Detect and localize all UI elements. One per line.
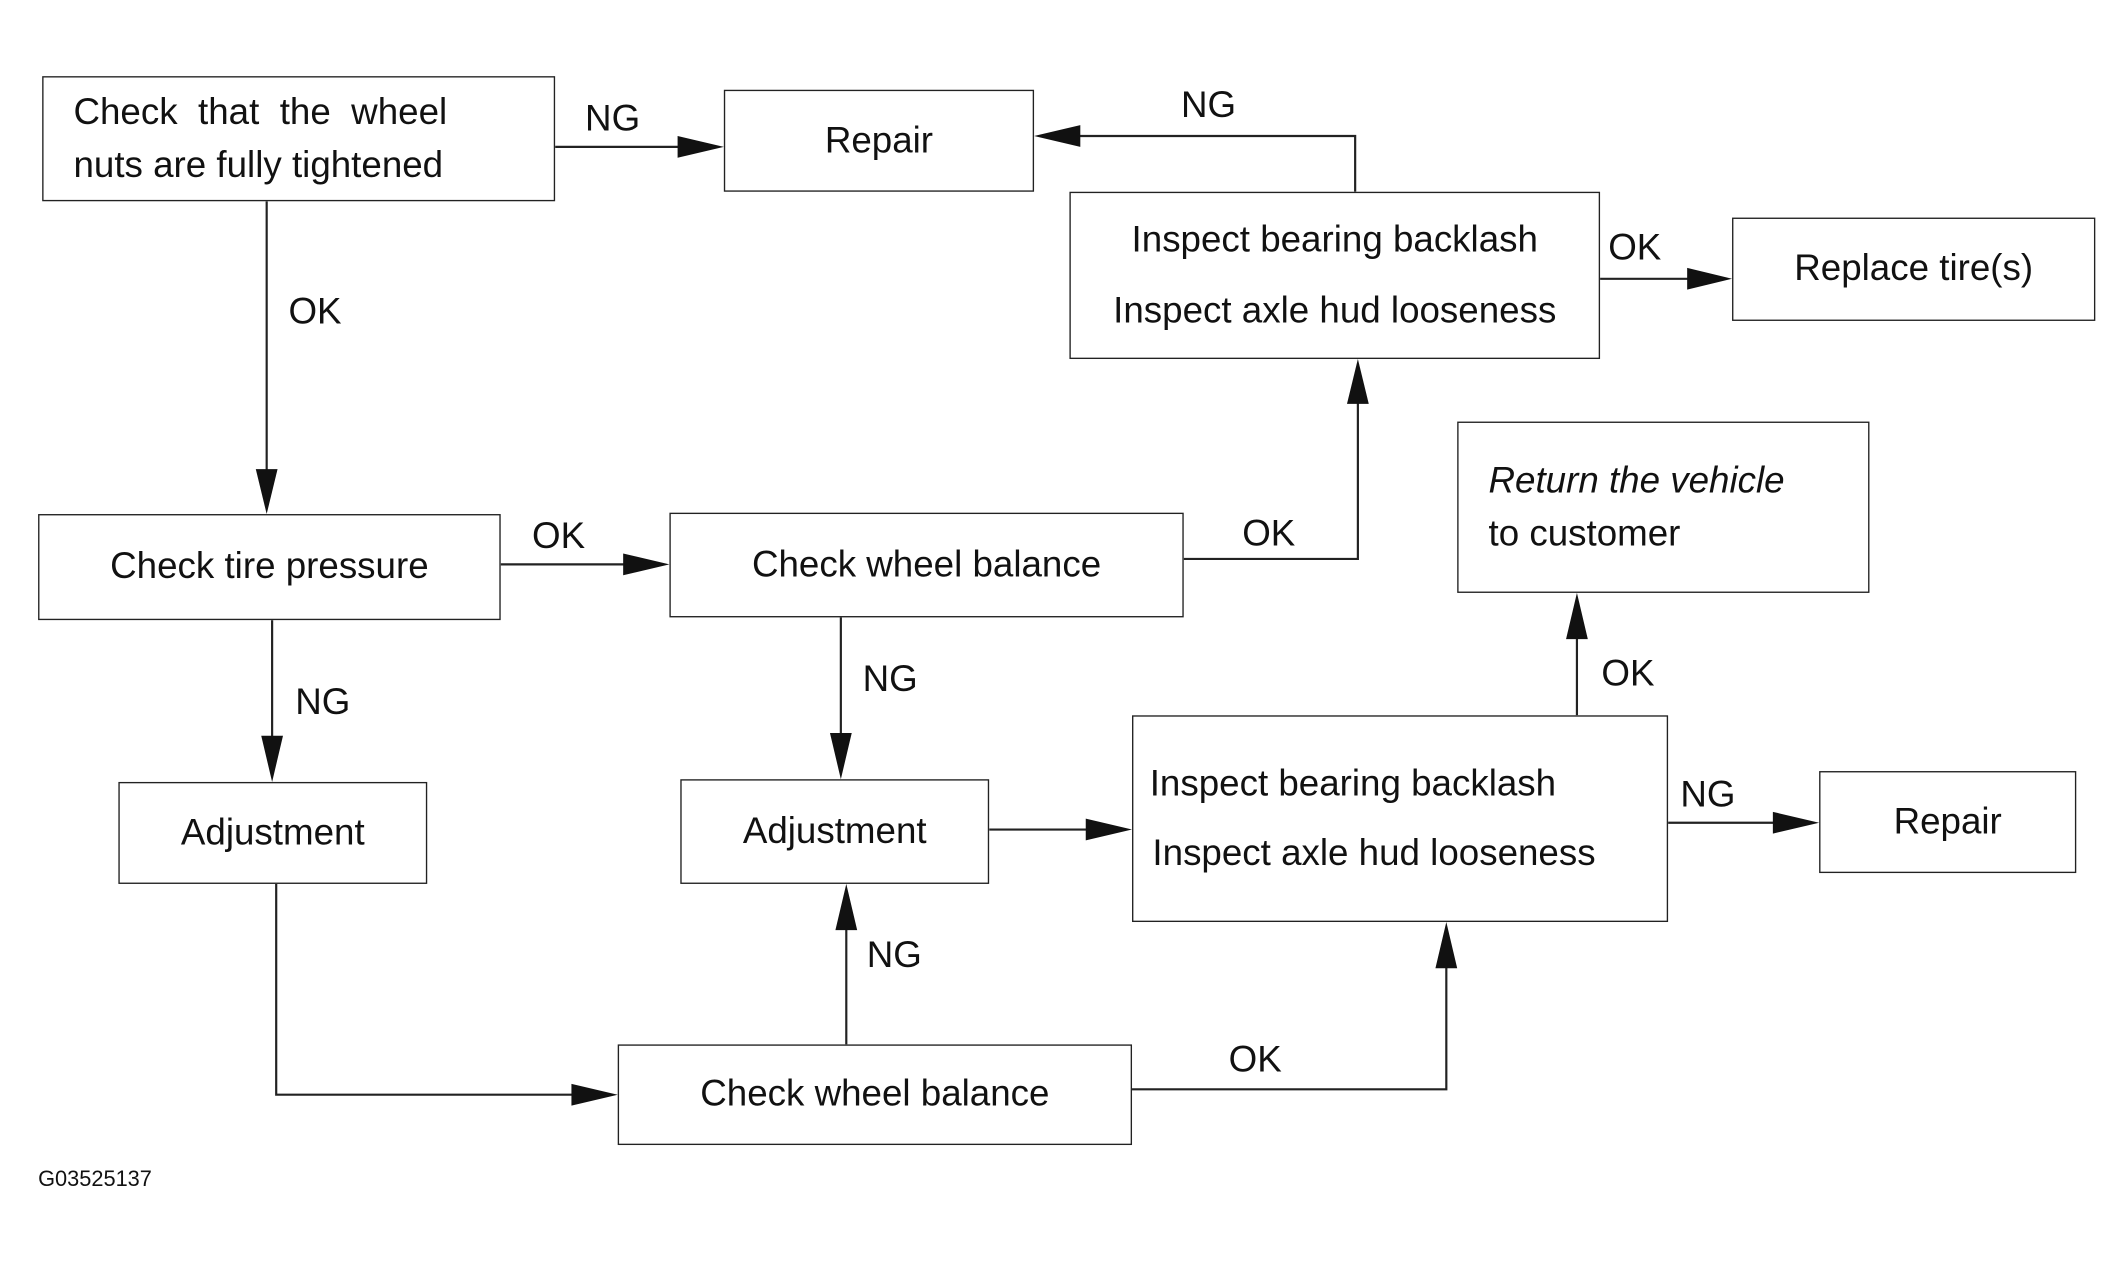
arrowhead-pressure-to-adjust xyxy=(261,735,284,782)
arrow-adjust-left-to-balance-bottom xyxy=(275,883,583,1096)
label-inspect-top-to-repair: NG xyxy=(1181,84,1237,126)
label-balance-top-to-adjust: NG xyxy=(862,658,918,699)
adjustment-left-box: Adjustment xyxy=(118,781,428,884)
inspect-bearing-top-box: Inspect bearing backlash Inspect axle hu… xyxy=(1069,191,1601,360)
inspect-bearing-top-line1: Inspect bearing backlash xyxy=(1131,219,1538,261)
inspect-bearing-bottom-line1: Inspect bearing backlash xyxy=(1149,762,1557,804)
return-vehicle-box: Return the vehicle to customer xyxy=(1457,421,1870,593)
arrowhead-balance-bottom-to-adjust xyxy=(835,883,858,931)
check-wheel-balance-top-label: Check wheel balance xyxy=(751,543,1102,585)
check-wheel-nuts-box: Check that the wheel nuts are fully tigh… xyxy=(42,76,556,202)
arrowhead-balance-to-inspect-top xyxy=(1346,359,1369,404)
repair-top-label: Repair xyxy=(824,119,934,161)
label-nuts-to-pressure: OK xyxy=(288,291,342,332)
arrow-balance-to-inspect-top xyxy=(1183,397,1359,561)
arrowhead-balance-to-adjust xyxy=(829,732,852,780)
arrowhead-adjust-to-inspect-bottom xyxy=(1085,818,1133,841)
arrow-inspect-top-to-repair xyxy=(1066,134,1357,192)
arrowhead-adjust-left-to-balance-bottom xyxy=(571,1083,618,1106)
replace-tires-label: Replace tire(s) xyxy=(1794,248,2034,289)
check-wheel-nuts-line1: Check that the wheel xyxy=(73,90,448,132)
arrow-balance-bottom-to-inspect xyxy=(1132,960,1448,1091)
check-wheel-balance-bottom-label: Check wheel balance xyxy=(700,1073,1050,1115)
figure-id: G03525137 xyxy=(38,1168,152,1192)
return-vehicle-line2: to customer xyxy=(1488,512,1681,554)
return-vehicle-line1: Return the vehicle xyxy=(1488,459,1785,501)
check-wheel-balance-bottom-box: Check wheel balance xyxy=(617,1044,1133,1146)
arrowhead-pressure-to-balance xyxy=(623,553,670,576)
repair-bottom-label: Repair xyxy=(1893,800,2002,842)
label-nuts-to-repair: NG xyxy=(585,97,641,139)
arrowhead-nuts-to-pressure xyxy=(255,469,278,515)
arrowhead-inspect-top-to-repair xyxy=(1034,125,1081,147)
label-balance-bottom-to-inspect: OK xyxy=(1228,1038,1282,1080)
check-wheel-balance-top-box: Check wheel balance xyxy=(669,512,1184,618)
arrowhead-inspect-bottom-to-repair xyxy=(1772,811,1820,834)
adjustment-left-label: Adjustment xyxy=(180,811,365,853)
repair-top-box: Repair xyxy=(723,89,1035,192)
repair-bottom-box: Repair xyxy=(1819,771,2077,874)
arrowhead-inspect-bottom-to-return xyxy=(1566,592,1588,640)
label-inspect-top-to-replace: OK xyxy=(1608,227,1662,268)
arrowhead-nuts-to-repair xyxy=(677,135,724,158)
inspect-bearing-top-line2: Inspect axle hud looseness xyxy=(1113,288,1557,330)
replace-tires-box: Replace tire(s) xyxy=(1732,217,2096,321)
inspect-bearing-bottom-box: Inspect bearing backlash Inspect axle hu… xyxy=(1132,715,1669,923)
label-pressure-to-balance: OK xyxy=(531,515,586,557)
label-pressure-to-adjust: NG xyxy=(295,681,351,723)
arrowhead-balance-bottom-to-inspect xyxy=(1435,922,1458,969)
label-balance-bottom-to-adjust: NG xyxy=(866,934,922,976)
adjustment-mid-box: Adjustment xyxy=(680,779,990,884)
check-tire-pressure-label: Check tire pressure xyxy=(110,545,429,587)
arrowhead-inspect-top-to-replace xyxy=(1687,267,1733,290)
adjustment-mid-label: Adjustment xyxy=(742,810,927,852)
inspect-bearing-bottom-line2: Inspect axle hud looseness xyxy=(1152,832,1596,874)
label-balance-top-to-inspect: OK xyxy=(1242,512,1296,554)
check-tire-pressure-box: Check tire pressure xyxy=(38,514,501,621)
label-inspect-bottom-to-return: OK xyxy=(1601,652,1655,694)
label-inspect-bottom-to-repair: NG xyxy=(1680,773,1736,815)
check-wheel-nuts-line2: nuts are fully tightened xyxy=(73,144,444,185)
